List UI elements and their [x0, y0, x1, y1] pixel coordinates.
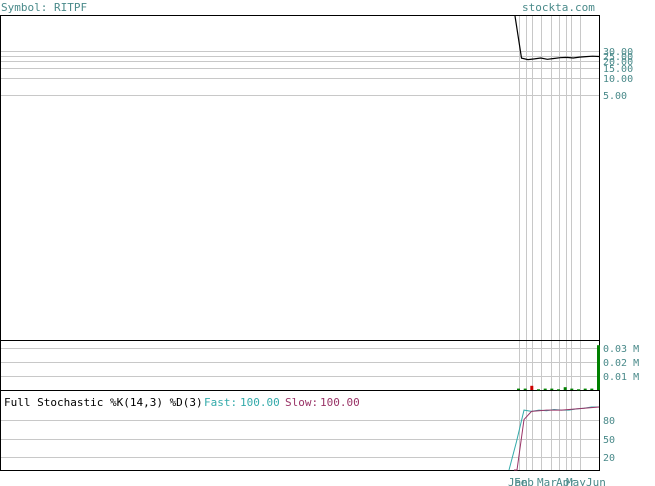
- price-tick-label: 15.00: [603, 64, 633, 75]
- volume-tick-label: 0.01 M: [603, 372, 639, 383]
- x-tick-label: Feb: [514, 476, 534, 486]
- volume-bar: [530, 385, 534, 390]
- volume-bar: [543, 388, 547, 390]
- price-panel-frame: [0, 15, 600, 341]
- slow-line: [514, 406, 600, 471]
- x-tick-label: Jun: [586, 476, 606, 486]
- volume-bar: [563, 387, 567, 390]
- volume-bar: [577, 389, 580, 391]
- price-series: [514, 15, 600, 61]
- volume-bar: [550, 388, 554, 390]
- volume-bar: [570, 388, 574, 390]
- symbol-label: Symbol: RITPF: [1, 1, 87, 14]
- stochastic-panel-frame: [0, 390, 600, 471]
- volume-bar: [597, 345, 600, 390]
- volume-bar: [590, 388, 594, 390]
- volume-axis: 0.03 M 0.02 M 0.01 M: [603, 344, 639, 383]
- fast-value: 100.00: [240, 396, 280, 409]
- volume-bar: [583, 388, 587, 390]
- price-tick-label: 5.00: [603, 91, 627, 102]
- volume-tick-label: 0.03 M: [603, 344, 639, 355]
- price-tick-label: 25.00: [603, 52, 633, 63]
- x-tick-label: Apr: [556, 476, 576, 486]
- price-tick-label: 10.00: [603, 74, 633, 85]
- volume-bar: [517, 388, 520, 390]
- stochastic-tick-label: 80: [603, 416, 615, 427]
- volume-bar: [523, 388, 527, 390]
- fast-line: [508, 406, 599, 471]
- stochastic-tick-label: 20: [603, 453, 615, 464]
- slow-label: Slow:: [285, 396, 318, 409]
- volume-tick-label: 0.02 M: [603, 358, 639, 369]
- stochastic-series: [508, 406, 600, 471]
- stochastic-axis: 80 50 20: [603, 416, 615, 464]
- stochastic-title: Full Stochastic %K(14,3) %D(3): [4, 396, 203, 409]
- volume-bars: [517, 345, 600, 391]
- x-tick-label: Jan: [508, 476, 528, 486]
- x-tick-label: May: [566, 476, 586, 486]
- site-label: stockta.com: [522, 1, 595, 14]
- price-tick-label: 30.00: [603, 47, 633, 58]
- volume-bar: [537, 389, 540, 391]
- price-tick-label: 20.00: [603, 57, 633, 68]
- slow-value: 100.00: [320, 396, 360, 409]
- grid-lines: [1, 16, 599, 470]
- volume-bar: [557, 389, 560, 391]
- stochastic-tick-label: 50: [603, 435, 615, 446]
- price-line: [514, 15, 600, 61]
- fast-label: Fast:: [204, 396, 237, 409]
- x-tick-label: Mar: [537, 476, 557, 486]
